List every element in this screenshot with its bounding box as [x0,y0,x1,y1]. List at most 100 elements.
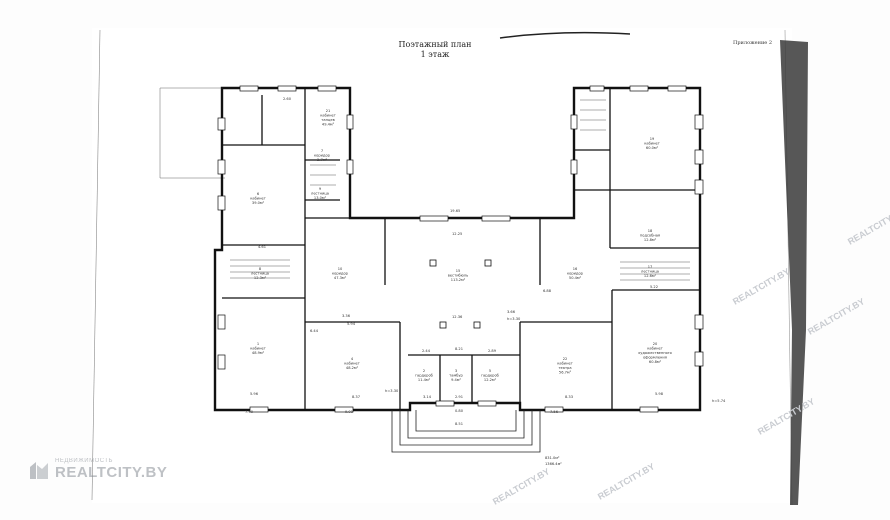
room-label-r19: кабинет [644,142,660,146]
room-label-r10: коридор [332,272,349,276]
dimension-label: 5.96 [250,392,259,396]
room-label-r18: подсобная [640,234,660,238]
room-label-r6: 39.0м² [252,201,265,205]
room-label-r7: коридор [314,154,331,158]
dimension-label: 7.90 [245,410,254,414]
sheet-edge-left [91,29,101,501]
room-label-r5: 12.2м² [484,378,497,382]
room-label-r22: 22 [563,357,568,361]
dimension-label: 8.33 [565,395,573,399]
room-label-r8: 12.3м² [254,276,267,280]
dimension-label: 3.14 [423,395,432,399]
dimension-label: h=3.30 [507,317,521,321]
room-label-r7: 2.7м² [317,158,327,162]
dimension-label: 5.22 [650,285,658,289]
paper-sheet [92,28,792,503]
room-label-r22: 56.7м² [559,371,572,375]
room-label-r22: кабинет [557,362,573,366]
room-label-r2: 2 [423,369,425,373]
dimension-label: 3.66 [507,310,516,314]
appendix-label: Приложение 2 [733,40,773,46]
dimension-label: 8.37 [352,395,360,399]
watermark-subtitle: НЕДВИЖИМОСТЬ [55,458,113,464]
room-label-r4: 4 [351,357,354,361]
room-label-r20: художественного [638,351,672,355]
room-label-r3: 9.4м² [451,378,461,382]
total-area-label: 1366.4м² [545,462,562,466]
room-label-r16: 16 [573,267,578,271]
room-label-r21: 49.4м² [322,123,335,127]
dimension-label: 12.25 [452,232,462,236]
room-label-r7: 7 [321,149,323,153]
dimension-label: 2.44 [422,349,431,353]
room-label-r18: 12.8м² [644,238,657,242]
room-label-r21: танцев [321,118,334,122]
watermark-diagonal: REALTCITY.BY [731,266,791,307]
room-label-r1: 48.9м² [252,351,265,355]
entrance-lines-left [159,87,225,179]
interior-walls [222,88,700,410]
plan-title: Поэтажный план 1 этаж [390,40,480,60]
room-label-r19: 60.0м² [646,146,659,150]
dimension-label: 0.80 [455,409,464,413]
room-label-r1: кабинет [250,347,266,351]
dimension-label: 5.98 [655,392,664,396]
room-label-r10: 47.3м² [334,276,347,280]
room-label-r2: 11.4м² [418,378,431,382]
dimension-label: 6.88 [543,289,552,293]
room-label-r17: 17 [648,265,653,269]
room-label-r3: 3 [455,369,457,373]
dimension-label: h=3.30 [385,389,399,393]
room-labels: 1кабинет48.9м²2гардероб11.4м²3тамбур9.4м… [250,109,672,382]
room-label-r3: тамбур [449,374,463,378]
room-label-r16: коридор [567,272,584,276]
room-label-r2: гардероб [415,374,434,378]
realtcity-watermark: НЕДВИЖИМОСТЬ REALTCITY.BY [28,458,167,481]
vestibule-columns [429,259,492,329]
room-label-r8: лестница [251,272,269,276]
room-label-r10: 10 [338,267,343,271]
dimension-label: 3.36 [342,314,351,318]
room-label-r9: 9 [319,187,322,191]
room-label-r20: 20 [653,342,658,346]
room-label-r1: 1 [257,342,259,346]
realtcity-logo-icon [30,461,48,479]
room-label-r5: гардероб [481,374,500,378]
room-label-r17: 12.6м² [644,274,657,278]
dimension-label: 8.21 [455,347,463,351]
room-label-r16: 50.4м² [569,276,582,280]
porch-steps [391,410,541,453]
room-label-r4: кабинет [344,362,360,366]
dimension-label: 2.91 [455,395,463,399]
room-label-r5: 5 [489,369,491,373]
room-label-r9: лестница [311,192,329,196]
room-label-r8: 8 [259,267,262,271]
dimension-label: 8.51 [455,422,463,426]
stair-hatching [230,99,690,281]
dimension-label: 2.89 [488,349,497,353]
room-label-r4: 48.2м² [346,366,359,370]
watermark-diagonal: REALTCITY.BY [756,396,816,437]
room-label-r21: кабинет [320,114,336,118]
scanned-edge-shadow [780,40,808,505]
dimension-label: 2.60 [283,97,292,101]
dimension-labels: 5.96 2.60 4.61 19.65 12.25 12.36 6.44 6.… [245,97,726,466]
room-label-r15: 15 [456,269,461,273]
total-area-label: 831.0м² [545,456,560,460]
room-label-r15: вестибюль [448,274,468,278]
dimension-label: h=5.74 [712,399,726,403]
room-label-r6: кабинет [250,197,266,201]
room-label-r20: 60.8м² [649,360,662,364]
room-label-r9: 13.0м² [314,196,327,200]
room-label-r6: 6 [257,192,260,196]
windows [217,85,704,413]
watermark-diagonal: REALTCITY.BY [806,296,866,337]
room-label-r20: оформления [643,356,667,360]
dimension-label: 9.01 [345,410,353,414]
room-label-r22: театра [558,366,571,370]
room-label-r21: 21 [326,109,331,113]
dimension-label: 4.61 [258,245,266,249]
room-label-r17: лестница [641,270,659,274]
plan-title-line1: Поэтажный план [398,40,472,49]
